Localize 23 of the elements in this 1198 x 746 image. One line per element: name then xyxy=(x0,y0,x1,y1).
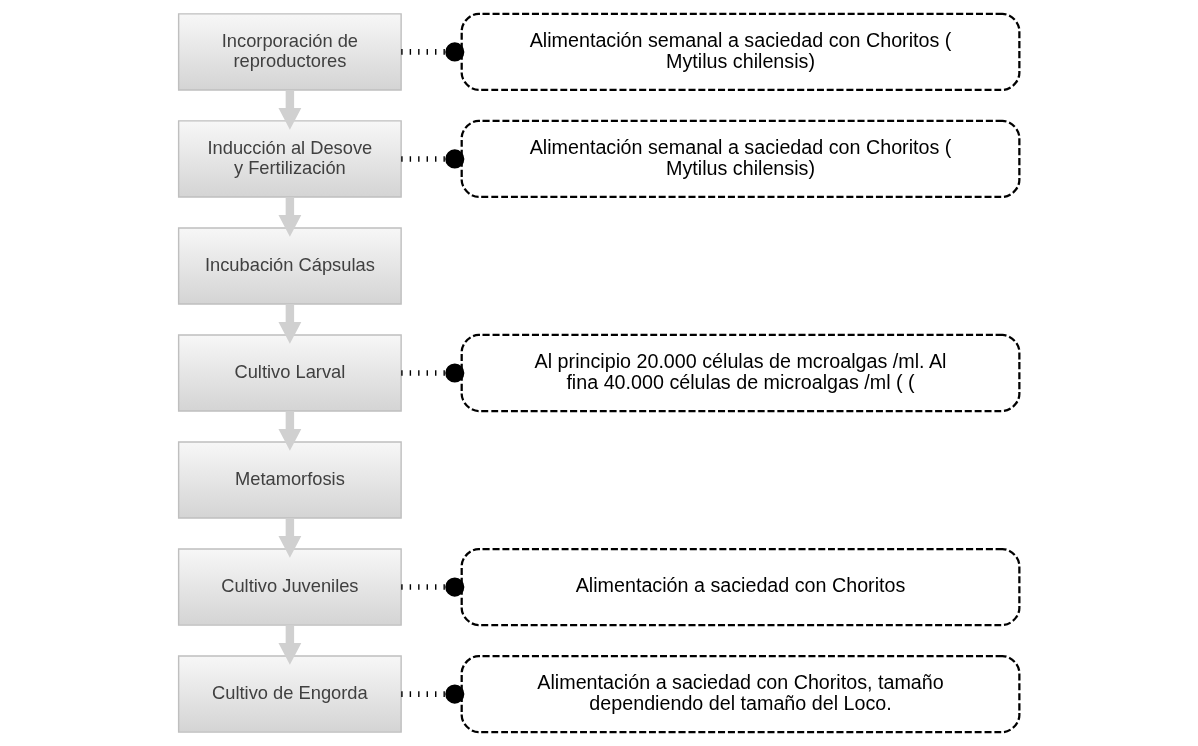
arrow xyxy=(278,518,302,558)
node-box: Al principio 20.000 células de mcroalgas /ml. Al fina 40.000 células de microalgas /ml ( ( xyxy=(460,333,1021,413)
arrow xyxy=(278,197,302,237)
node-box: Alimentación a saciedad con Choritos xyxy=(460,547,1021,627)
node-box: Cultivo Larval xyxy=(177,334,402,412)
connector xyxy=(401,577,465,597)
connector xyxy=(401,42,465,62)
node-box: Alimentación semanal a saciedad con Choritos ( Mytilus chilensis) xyxy=(460,119,1021,199)
connector xyxy=(401,149,465,169)
arrow xyxy=(278,90,302,130)
connector xyxy=(401,363,465,383)
arrow xyxy=(278,625,302,665)
node-box: Incorporación de reproductores xyxy=(177,13,402,91)
node-box: Cultivo Juveniles xyxy=(177,548,402,626)
node-box: Cultivo de Engorda xyxy=(177,655,402,733)
node-box: Incubación Cápsulas xyxy=(177,227,402,305)
arrow xyxy=(278,411,302,451)
node-box: Alimentación semanal a saciedad con Choritos ( Mytilus chilensis) xyxy=(460,12,1021,92)
node-box: Inducción al Desove y Fertilización xyxy=(177,120,402,198)
arrow xyxy=(278,304,302,344)
connector xyxy=(401,684,465,704)
node-box: Alimentación a saciedad con Choritos, tamaño dependiendo del tamaño del Loco. xyxy=(460,654,1021,734)
node-box: Metamorfosis xyxy=(177,441,402,519)
